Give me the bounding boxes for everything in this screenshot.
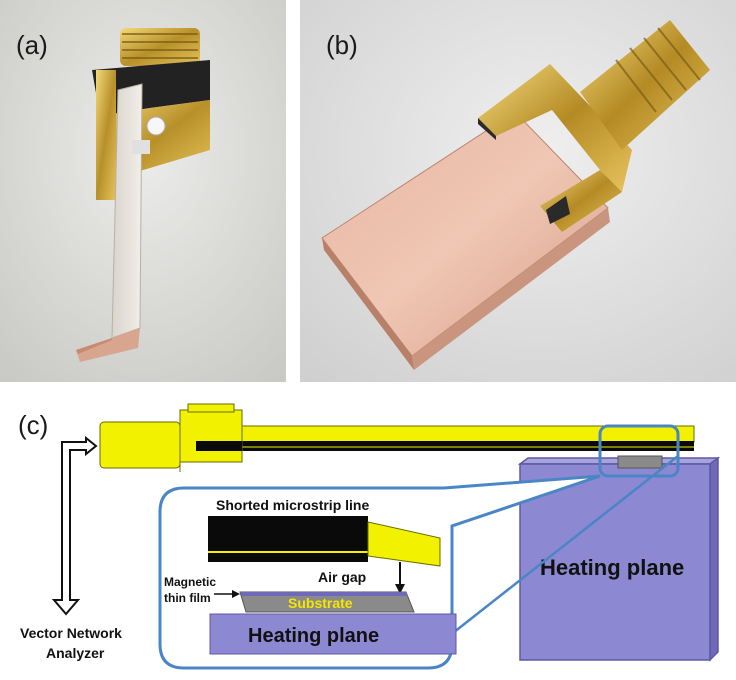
copper-board-b	[321, 111, 610, 370]
inset-heating-plane-label: Heating plane	[248, 625, 379, 647]
sma-connector-b	[580, 20, 710, 150]
photo-a-image	[0, 0, 286, 382]
heating-plane-main-label: Heating plane	[540, 555, 684, 580]
panel-label-a: (a)	[16, 30, 48, 60]
vna-connection-arrow	[51, 435, 98, 616]
magnetic-film-label-line2: thin film	[164, 591, 211, 605]
microstrip-line	[179, 425, 695, 451]
magnetic-film-label-line1: Magnetic	[164, 575, 216, 589]
heating-plane-block	[517, 456, 721, 662]
microstrip-board-a	[76, 83, 166, 362]
air-gap-label: Air gap	[318, 569, 366, 585]
magnetic-film-arrow	[214, 590, 240, 598]
photo-b: (b)	[300, 0, 736, 382]
inset-microstrip-label: Shorted microstrip line	[216, 497, 369, 513]
photo-b-image	[300, 0, 736, 382]
panel-label-c: (c)	[18, 410, 49, 440]
panel-label-b: (b)	[326, 30, 358, 60]
inset-substrate	[239, 591, 415, 613]
sma-connector-schematic	[99, 403, 243, 472]
sma-flange-b	[478, 64, 632, 232]
air-gap-arrow	[395, 562, 405, 594]
sample-on-heating-plane	[617, 455, 663, 469]
inset-heating-plane	[209, 613, 457, 655]
inset-microstrip	[208, 516, 441, 567]
substrate-label: Substrate	[288, 595, 353, 611]
callout-connector-2	[443, 455, 679, 641]
vna-label-line2: Analyzer	[46, 645, 105, 661]
photo-a: (a)	[0, 0, 286, 382]
zoom-highlight-box	[598, 424, 680, 478]
vna-label-line1: Vector Network	[20, 625, 122, 641]
